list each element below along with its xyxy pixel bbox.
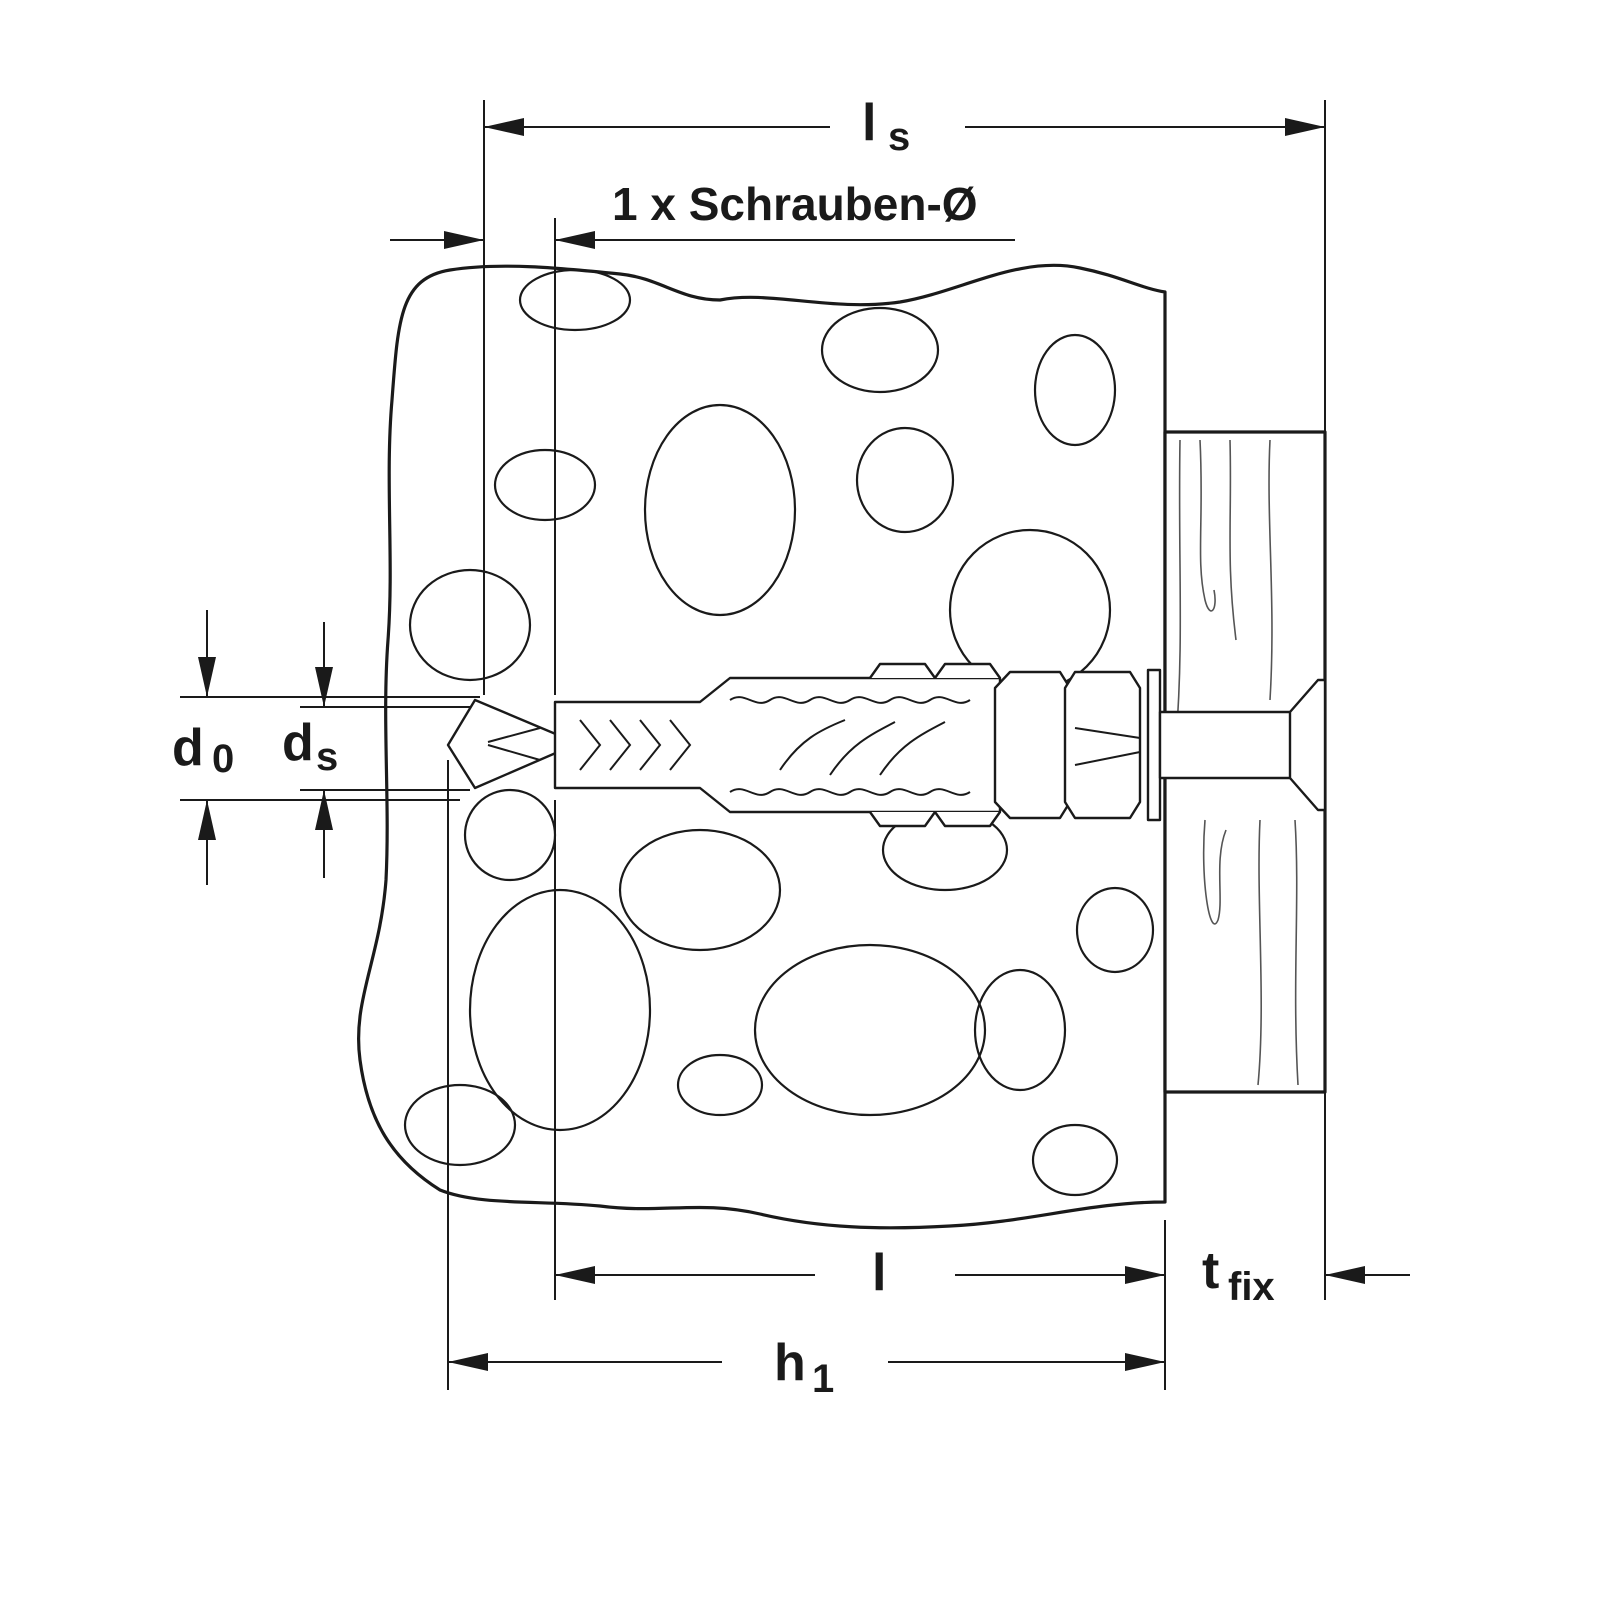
dimension-tfix: t fix: [1202, 1242, 1410, 1309]
label-d0-main: d: [172, 719, 204, 777]
label-h1-main: h: [774, 1334, 806, 1392]
label-tfix-sub: fix: [1228, 1265, 1275, 1309]
label-tfix-main: t: [1202, 1242, 1219, 1300]
label-screw-diameter: 1 x Schrauben-Ø: [612, 178, 978, 230]
dimension-ls: l s: [484, 94, 1325, 159]
dimension-screw-diameter: 1 x Schrauben-Ø: [390, 178, 1015, 249]
label-ds-main: d: [282, 714, 314, 772]
dimension-d0: d 0: [172, 610, 234, 885]
masonry-wall: [357, 263, 1167, 1230]
label-h1-sub: 1: [812, 1357, 834, 1401]
dimension-ds: d s: [282, 622, 338, 878]
dimension-l: l: [555, 1244, 1165, 1302]
label-ds-sub: s: [316, 735, 338, 779]
label-ls-sub: s: [888, 115, 910, 159]
label-l: l: [872, 1244, 886, 1302]
label-ls-main: l: [862, 94, 876, 152]
label-d0-sub: 0: [212, 737, 234, 781]
masonry-pores: [403, 268, 1155, 1197]
dowel: [446, 662, 1327, 828]
dimension-h1: h 1: [448, 1334, 1165, 1401]
